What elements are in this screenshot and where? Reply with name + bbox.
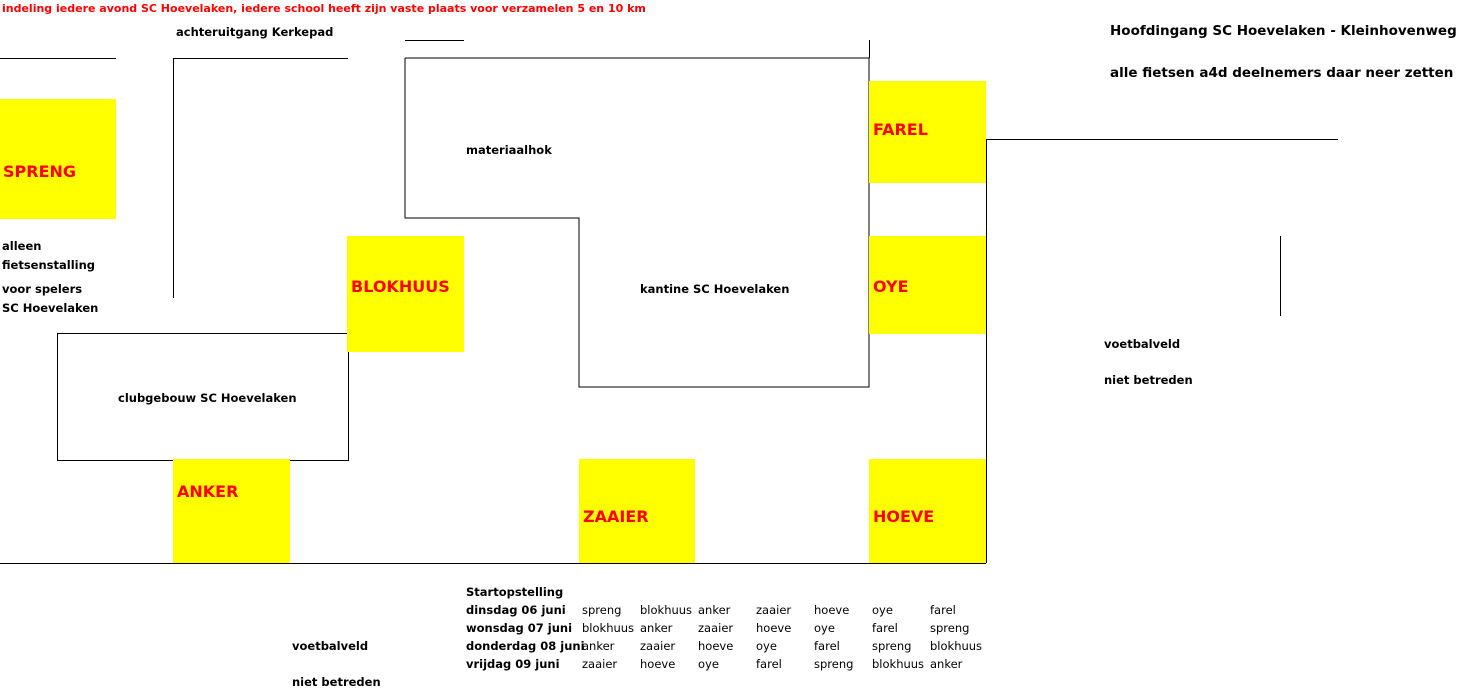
schedule-cell: spreng — [814, 657, 854, 671]
field-edge-right-top — [986, 139, 1338, 140]
schedule-cell: spreng — [930, 621, 970, 635]
entrance-post — [869, 40, 870, 58]
schedule-cell: blokhuus — [640, 603, 693, 617]
schedule-cell: zaaier — [640, 639, 676, 653]
schedule-day: donderdag 08 juni — [466, 639, 585, 653]
main-entrance-label: Hoofdingang SC Hoevelaken - Kleinhovenwe… — [1110, 23, 1457, 39]
fence-line-top — [405, 40, 464, 41]
bike-shed-note-line3: voor spelers — [2, 282, 83, 296]
schedule-cell: anker — [698, 603, 731, 617]
schedule-cell: oye — [872, 603, 893, 617]
zone-blokhuus-label: BLOKHUUS — [351, 277, 450, 296]
fence-line-back-exit — [173, 58, 348, 59]
zone-oye-label: OYE — [873, 277, 909, 296]
schedule-cell: anker — [640, 621, 673, 635]
schedule-cell: hoeve — [756, 621, 792, 635]
zone-zaaier: ZAAIER — [579, 459, 695, 563]
bike-shed-note-line2: fietsenstalling — [2, 258, 95, 272]
zone-spreng-label: SPRENG — [3, 162, 77, 181]
zone-hoeve: HOEVE — [869, 459, 986, 563]
schedule-cell: blokhuus — [930, 639, 983, 653]
schedule-cell: oye — [698, 657, 719, 671]
field-edge-bottom — [0, 563, 986, 564]
schedule-cell: farel — [872, 621, 898, 635]
schedule-cell: anker — [582, 639, 615, 653]
schedule-day: vrijdag 09 juni — [466, 657, 560, 671]
schedule-day: dinsdag 06 juni — [466, 603, 566, 617]
schedule-cell: farel — [756, 657, 782, 671]
field-bottom-warning: niet betreden — [292, 675, 381, 689]
fence-line-left — [0, 58, 116, 59]
bikes-note-label: alle fietsen a4d deelnemers daar neer ze… — [1110, 65, 1454, 81]
schedule-cell: hoeve — [698, 639, 734, 653]
schedule-cell: farel — [814, 639, 840, 653]
schedule-cell: farel — [930, 603, 956, 617]
schedule-cell: hoeve — [814, 603, 850, 617]
bike-shed-note-line1: alleen — [2, 239, 42, 253]
field-right-label: voetbalveld — [1104, 337, 1181, 351]
schedule-cell: oye — [814, 621, 835, 635]
field-right-warning: niet betreden — [1104, 373, 1193, 387]
schedule-cell: blokhuus — [582, 621, 635, 635]
clubhouse-label: clubgebouw SC Hoevelaken — [118, 391, 297, 405]
zone-zaaier-label: ZAAIER — [583, 507, 649, 526]
schedule-cell: spreng — [582, 603, 622, 617]
schedule-title: Startopstelling — [466, 585, 564, 599]
back-exit-label: achteruitgang Kerkepad — [176, 25, 334, 39]
zone-spreng: SPRENG — [0, 99, 116, 219]
path-wall-left — [173, 58, 174, 298]
field-marker-line — [1280, 236, 1281, 316]
schedule-cell: zaaier — [698, 621, 734, 635]
schedule-day: wonsdag 07 juni — [466, 621, 573, 635]
zone-anker: ANKER — [173, 459, 290, 563]
schedule-cell: hoeve — [640, 657, 676, 671]
schedule-cell: blokhuus — [872, 657, 925, 671]
schedule-cell: zaaier — [756, 603, 792, 617]
field-edge-right-vertical — [986, 139, 987, 563]
zone-farel: FAREL — [869, 81, 986, 183]
zone-farel-label: FAREL — [873, 120, 928, 139]
zone-hoeve-label: HOEVE — [873, 507, 935, 526]
field-bottom-label: voetbalveld — [292, 639, 369, 653]
header-note: indeling iedere avond SC Hoevelaken, ied… — [2, 2, 646, 15]
bike-shed-note-line4: SC Hoevelaken — [2, 301, 99, 315]
schedule-cell: oye — [756, 639, 777, 653]
schedule-cell: anker — [930, 657, 963, 671]
storage-label: materiaalhok — [466, 143, 552, 157]
schedule-cell: zaaier — [582, 657, 618, 671]
canteen-label: kantine SC Hoevelaken — [640, 282, 790, 296]
schedule-cell: spreng — [872, 639, 912, 653]
zone-anker-label: ANKER — [177, 482, 239, 501]
zone-blokhuus: BLOKHUUS — [347, 236, 464, 352]
zone-oye: OYE — [869, 236, 986, 334]
